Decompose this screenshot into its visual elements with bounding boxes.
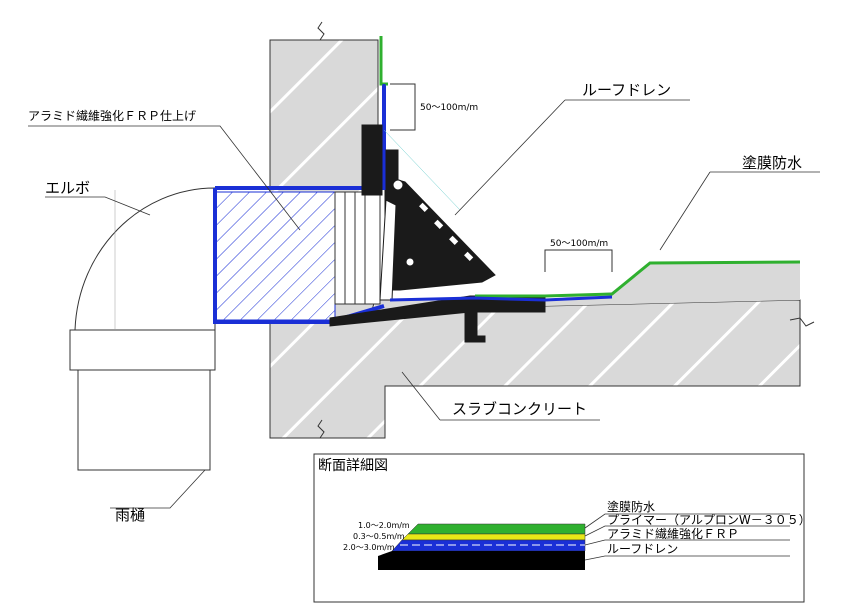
detail-title: 断面詳細図 bbox=[318, 458, 388, 474]
membrane-layers bbox=[379, 36, 801, 302]
detail-layer-label-4: ルーフドレン bbox=[607, 542, 678, 556]
thickness-frp: 2.0～3.0m/m bbox=[343, 543, 395, 552]
detail-layer-label-2: プライマー（アルプロンW－３０５） bbox=[607, 513, 811, 527]
detail-layer-label-1: 塗膜防水 bbox=[607, 499, 655, 514]
label-rain-gutter: 雨樋 bbox=[115, 506, 145, 524]
label-roof-drain: ルーフドレン bbox=[582, 81, 671, 99]
elbow-pipe bbox=[69, 187, 216, 471]
label-coating-waterproof: 塗膜防水 bbox=[742, 154, 802, 172]
label-slab-concrete: スラブコンクリート bbox=[452, 400, 587, 418]
layer-primer bbox=[401, 533, 586, 541]
label-aramid-frp: アラミド繊維強化ＦＲＰ仕上げ bbox=[28, 109, 196, 123]
thickness-primer: 0.3～0.5m/m bbox=[353, 532, 405, 541]
roof-drain-fitting bbox=[329, 124, 546, 343]
coating-line bbox=[379, 36, 388, 86]
detail-layer-label-3: アラミド繊維強化ＦＲＰ bbox=[607, 527, 739, 541]
concrete-slab-top bbox=[372, 262, 800, 310]
dimension-horizontal-label: 50～100m/m bbox=[550, 239, 608, 249]
dimension-vertical-label: 50～100m/m bbox=[420, 103, 478, 113]
drain-sleeve bbox=[213, 84, 386, 324]
layer-coat bbox=[407, 523, 586, 535]
layer-drain bbox=[378, 551, 585, 570]
thickness-coat: 1.0～2.0m/m bbox=[358, 521, 410, 530]
section-detail-box: 断面詳細図 1.0～2.0m/m 0.3～0.5m/m 2.0～3.0m/m 塗… bbox=[313, 453, 811, 603]
dimension-horizontal bbox=[544, 249, 613, 272]
leader-lines bbox=[28, 99, 820, 509]
dimension-vertical bbox=[390, 83, 416, 131]
label-elbow: エルボ bbox=[45, 179, 90, 197]
